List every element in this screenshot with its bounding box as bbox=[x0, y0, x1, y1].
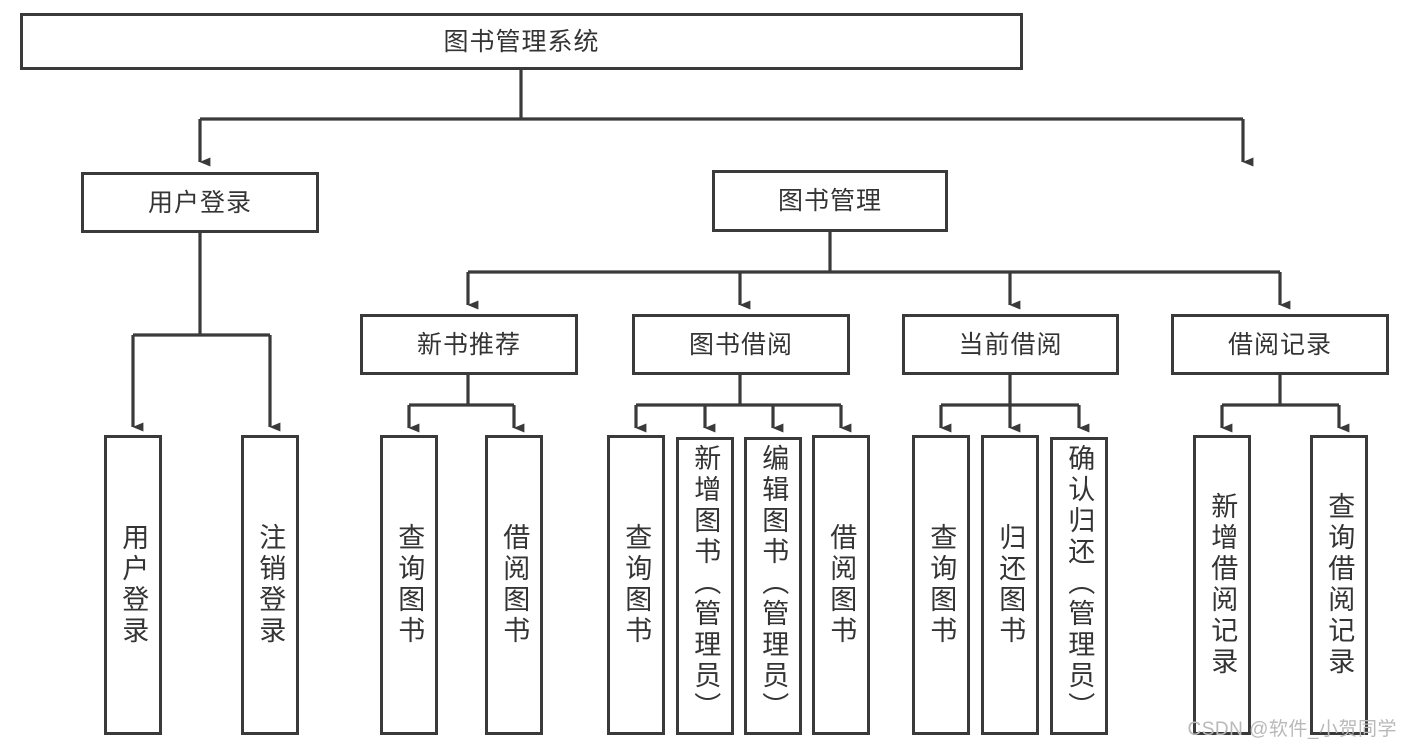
node-book-borrow[interactable]: 图书借阅 bbox=[632, 314, 850, 375]
node-leaf-logout-login[interactable]: 注销登录 bbox=[241, 435, 299, 735]
node-leaf-user-login[interactable]: 用户登录 bbox=[104, 435, 162, 735]
node-label: 用户登录 bbox=[118, 523, 149, 647]
node-leaf-add-book-admin[interactable]: 新增图书（管理员） bbox=[676, 437, 734, 735]
node-label: 查询借阅记录 bbox=[1324, 492, 1355, 678]
node-label: 图书管理 bbox=[777, 187, 882, 215]
node-label: 图书管理系统 bbox=[443, 27, 600, 56]
node-label: 注销登录 bbox=[255, 523, 286, 647]
node-book-management[interactable]: 图书管理 bbox=[712, 170, 948, 232]
node-label: 图书借阅 bbox=[688, 330, 793, 359]
csdn-watermark: CSDN @软件_小贺同学 bbox=[1187, 719, 1397, 740]
node-label: 查询图书 bbox=[394, 523, 425, 647]
node-borrow-record[interactable]: 借阅记录 bbox=[1171, 314, 1389, 375]
node-label: 编辑图书（管理员） bbox=[758, 444, 789, 723]
node-leaf-confirm-return-admin[interactable]: 确认归还（管理员） bbox=[1050, 437, 1108, 735]
node-label: 借阅图书 bbox=[499, 523, 530, 647]
node-label: 查询图书 bbox=[621, 523, 652, 647]
node-leaf-query-book-recommend[interactable]: 查询图书 bbox=[380, 435, 438, 735]
node-new-book-recommend[interactable]: 新书推荐 bbox=[360, 314, 578, 375]
node-leaf-query-book-borrow[interactable]: 查询图书 bbox=[607, 435, 665, 735]
node-label: 新增借阅记录 bbox=[1207, 492, 1238, 678]
node-leaf-add-borrow-record[interactable]: 新增借阅记录 bbox=[1193, 435, 1251, 735]
node-root-system[interactable]: 图书管理系统 bbox=[20, 13, 1023, 70]
node-current-borrow[interactable]: 当前借阅 bbox=[902, 314, 1119, 375]
node-label: 确认归还（管理员） bbox=[1064, 444, 1095, 723]
node-label: 借阅记录 bbox=[1227, 330, 1332, 359]
node-label: 当前借阅 bbox=[958, 330, 1063, 359]
node-user-login[interactable]: 用户登录 bbox=[81, 172, 319, 233]
node-label: 查询图书 bbox=[926, 523, 957, 647]
node-leaf-edit-book-admin[interactable]: 编辑图书（管理员） bbox=[744, 437, 802, 735]
node-leaf-borrow-book-recommend[interactable]: 借阅图书 bbox=[485, 435, 543, 735]
node-leaf-query-borrow-record[interactable]: 查询借阅记录 bbox=[1310, 435, 1368, 735]
node-label: 新增图书（管理员） bbox=[690, 444, 721, 723]
node-label: 新书推荐 bbox=[416, 330, 521, 359]
node-label: 借阅图书 bbox=[826, 523, 857, 647]
node-leaf-borrow-book-borrow[interactable]: 借阅图书 bbox=[812, 435, 870, 735]
node-label: 归还图书 bbox=[995, 523, 1026, 647]
node-leaf-return-book[interactable]: 归还图书 bbox=[981, 435, 1039, 735]
node-leaf-query-book-current[interactable]: 查询图书 bbox=[912, 435, 970, 735]
node-label: 用户登录 bbox=[147, 188, 252, 217]
